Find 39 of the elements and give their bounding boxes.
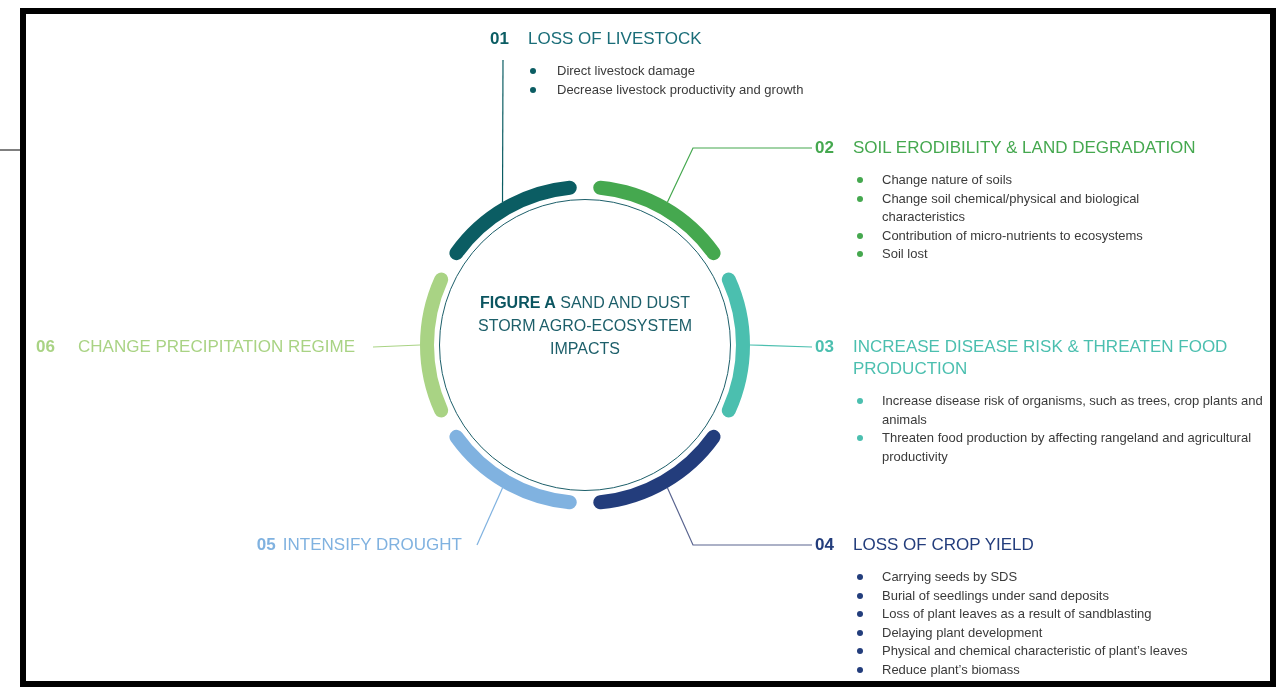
section-number: 05 [256, 534, 277, 556]
leader-line [372, 344, 421, 348]
leader-line [749, 344, 813, 348]
ring-segment [449, 429, 577, 510]
section-heading: SOIL ERODIBILITY & LAND DEGRADATION [853, 137, 1196, 159]
bullet-item: Soil lost [857, 245, 1215, 264]
bullet-item: Increase disease risk of organisms, such as trees, crop plants and animals [857, 392, 1267, 429]
section-heading: LOSS OF LIVESTOCK [528, 28, 702, 50]
section-heading: INTENSIFY DROUGHT [282, 534, 462, 556]
bullet-item: Change nature of soils [857, 171, 1215, 190]
ring-segment [593, 180, 721, 261]
section-number: 04 [815, 534, 835, 556]
bullet-item: Delaying plant development [857, 623, 1235, 642]
section-number: 03 [815, 336, 835, 358]
section-number: 01 [490, 28, 510, 50]
figure-title: FIGURE A SAND AND DUST STORM AGRO-ECOSYSTEM IMPACTS [477, 292, 693, 359]
bullet-item: Burial of seedlings under sand deposits [857, 586, 1235, 605]
leader-line [501, 59, 504, 203]
section-heading: INCREASE DISEASE RISK & THREATEN FOOD PRODUCTION [853, 336, 1229, 380]
bullet-item: Loss of plant leaves as a result of sandblasting [857, 605, 1235, 624]
ring-segment [593, 429, 721, 510]
leader-line [666, 487, 813, 546]
section-number: 02 [815, 137, 835, 159]
bullet-item: Physical and chemical characteristic of plant’s leaves [857, 642, 1235, 661]
bullet-item: Threaten food production by affecting rangeland and agricultural productivity [857, 429, 1267, 466]
section-heading: LOSS OF CROP YIELD [853, 534, 1034, 556]
ring-segment [721, 272, 750, 418]
ring-segment [420, 272, 449, 418]
ring-segment [449, 180, 577, 261]
bullet-item: Contribution of micro-nutrients to ecosystems [857, 226, 1215, 245]
bullet-item: Decrease livestock productivity and growth [530, 80, 850, 99]
section-heading: CHANGE PRECIPITATION REGIME [78, 336, 356, 358]
bullet-item: Carrying seeds by SDS [857, 568, 1235, 587]
bullet-item: Change soil chemical/physical and biological characteristics [857, 189, 1215, 227]
leader-line [476, 487, 504, 546]
bullet-item: Direct livestock damage [530, 62, 850, 81]
bullet-item: Reduce plant’s biomass [857, 660, 1235, 679]
leader-line [666, 147, 813, 203]
section-number: 06 [36, 336, 56, 358]
